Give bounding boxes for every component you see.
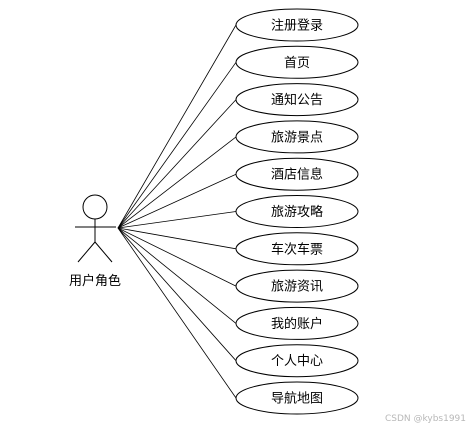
use-case-label: 旅游攻略 bbox=[271, 204, 323, 220]
use-case: 旅游资讯 bbox=[235, 269, 359, 303]
association-lines bbox=[117, 24, 237, 399]
actor: 用户角色 bbox=[69, 194, 121, 289]
use-case-ellipse bbox=[235, 195, 359, 228]
association-line bbox=[117, 227, 237, 287]
association-line bbox=[117, 227, 237, 399]
use-case-label: 首页 bbox=[284, 56, 310, 71]
association-line bbox=[117, 99, 237, 229]
use-case: 我的账户 bbox=[235, 306, 359, 340]
use-case-label: 车次车票 bbox=[271, 241, 323, 257]
association-line bbox=[117, 24, 237, 229]
association-line bbox=[117, 227, 237, 361]
use-case-label: 导航地图 bbox=[271, 391, 323, 407]
use-case-label: 个人中心 bbox=[271, 354, 323, 369]
use-case-list: 注册登录首页通知公告旅游景点酒店信息旅游攻略车次车票旅游资讯我的账户个人中心导航… bbox=[235, 8, 359, 415]
use-case-ellipse bbox=[235, 269, 359, 303]
use-case: 车次车票 bbox=[235, 232, 359, 266]
use-case-ellipse bbox=[235, 120, 359, 154]
use-case-label: 旅游景点 bbox=[271, 130, 323, 145]
use-case-label: 酒店信息 bbox=[271, 167, 323, 183]
use-case: 旅游攻略 bbox=[235, 195, 359, 228]
association-line bbox=[117, 211, 237, 229]
actor-name: 用户角色 bbox=[69, 273, 121, 289]
use-case-ellipse bbox=[235, 306, 359, 340]
use-case-ellipse bbox=[235, 232, 359, 266]
use-case-ellipse bbox=[235, 8, 359, 42]
actor-right-leg bbox=[94, 241, 113, 263]
association-line bbox=[117, 62, 237, 229]
use-case-label: 注册登录 bbox=[271, 19, 323, 34]
use-case: 首页 bbox=[235, 45, 359, 79]
use-case-ellipse bbox=[235, 83, 359, 117]
use-case-label: 旅游资讯 bbox=[271, 280, 323, 295]
association-line bbox=[117, 227, 237, 324]
use-case: 注册登录 bbox=[235, 8, 359, 42]
use-case-label: 通知公告 bbox=[271, 92, 323, 108]
use-case-ellipse bbox=[235, 344, 359, 378]
association-line bbox=[117, 173, 237, 229]
watermark: CSDN @kybs1991 bbox=[385, 414, 466, 424]
use-case: 通知公告 bbox=[235, 83, 359, 117]
actor-left-leg bbox=[77, 241, 96, 263]
use-case-label: 我的账户 bbox=[271, 316, 323, 332]
use-case: 导航地图 bbox=[235, 381, 359, 415]
use-case: 酒店信息 bbox=[235, 157, 359, 191]
use-case-ellipse bbox=[235, 45, 359, 79]
association-line bbox=[117, 136, 237, 229]
use-case: 个人中心 bbox=[235, 344, 359, 378]
actor-head bbox=[82, 194, 108, 220]
association-line bbox=[117, 227, 237, 250]
use-case: 旅游景点 bbox=[235, 120, 359, 154]
use-case-ellipse bbox=[235, 381, 359, 415]
use-case-ellipse bbox=[235, 157, 359, 191]
